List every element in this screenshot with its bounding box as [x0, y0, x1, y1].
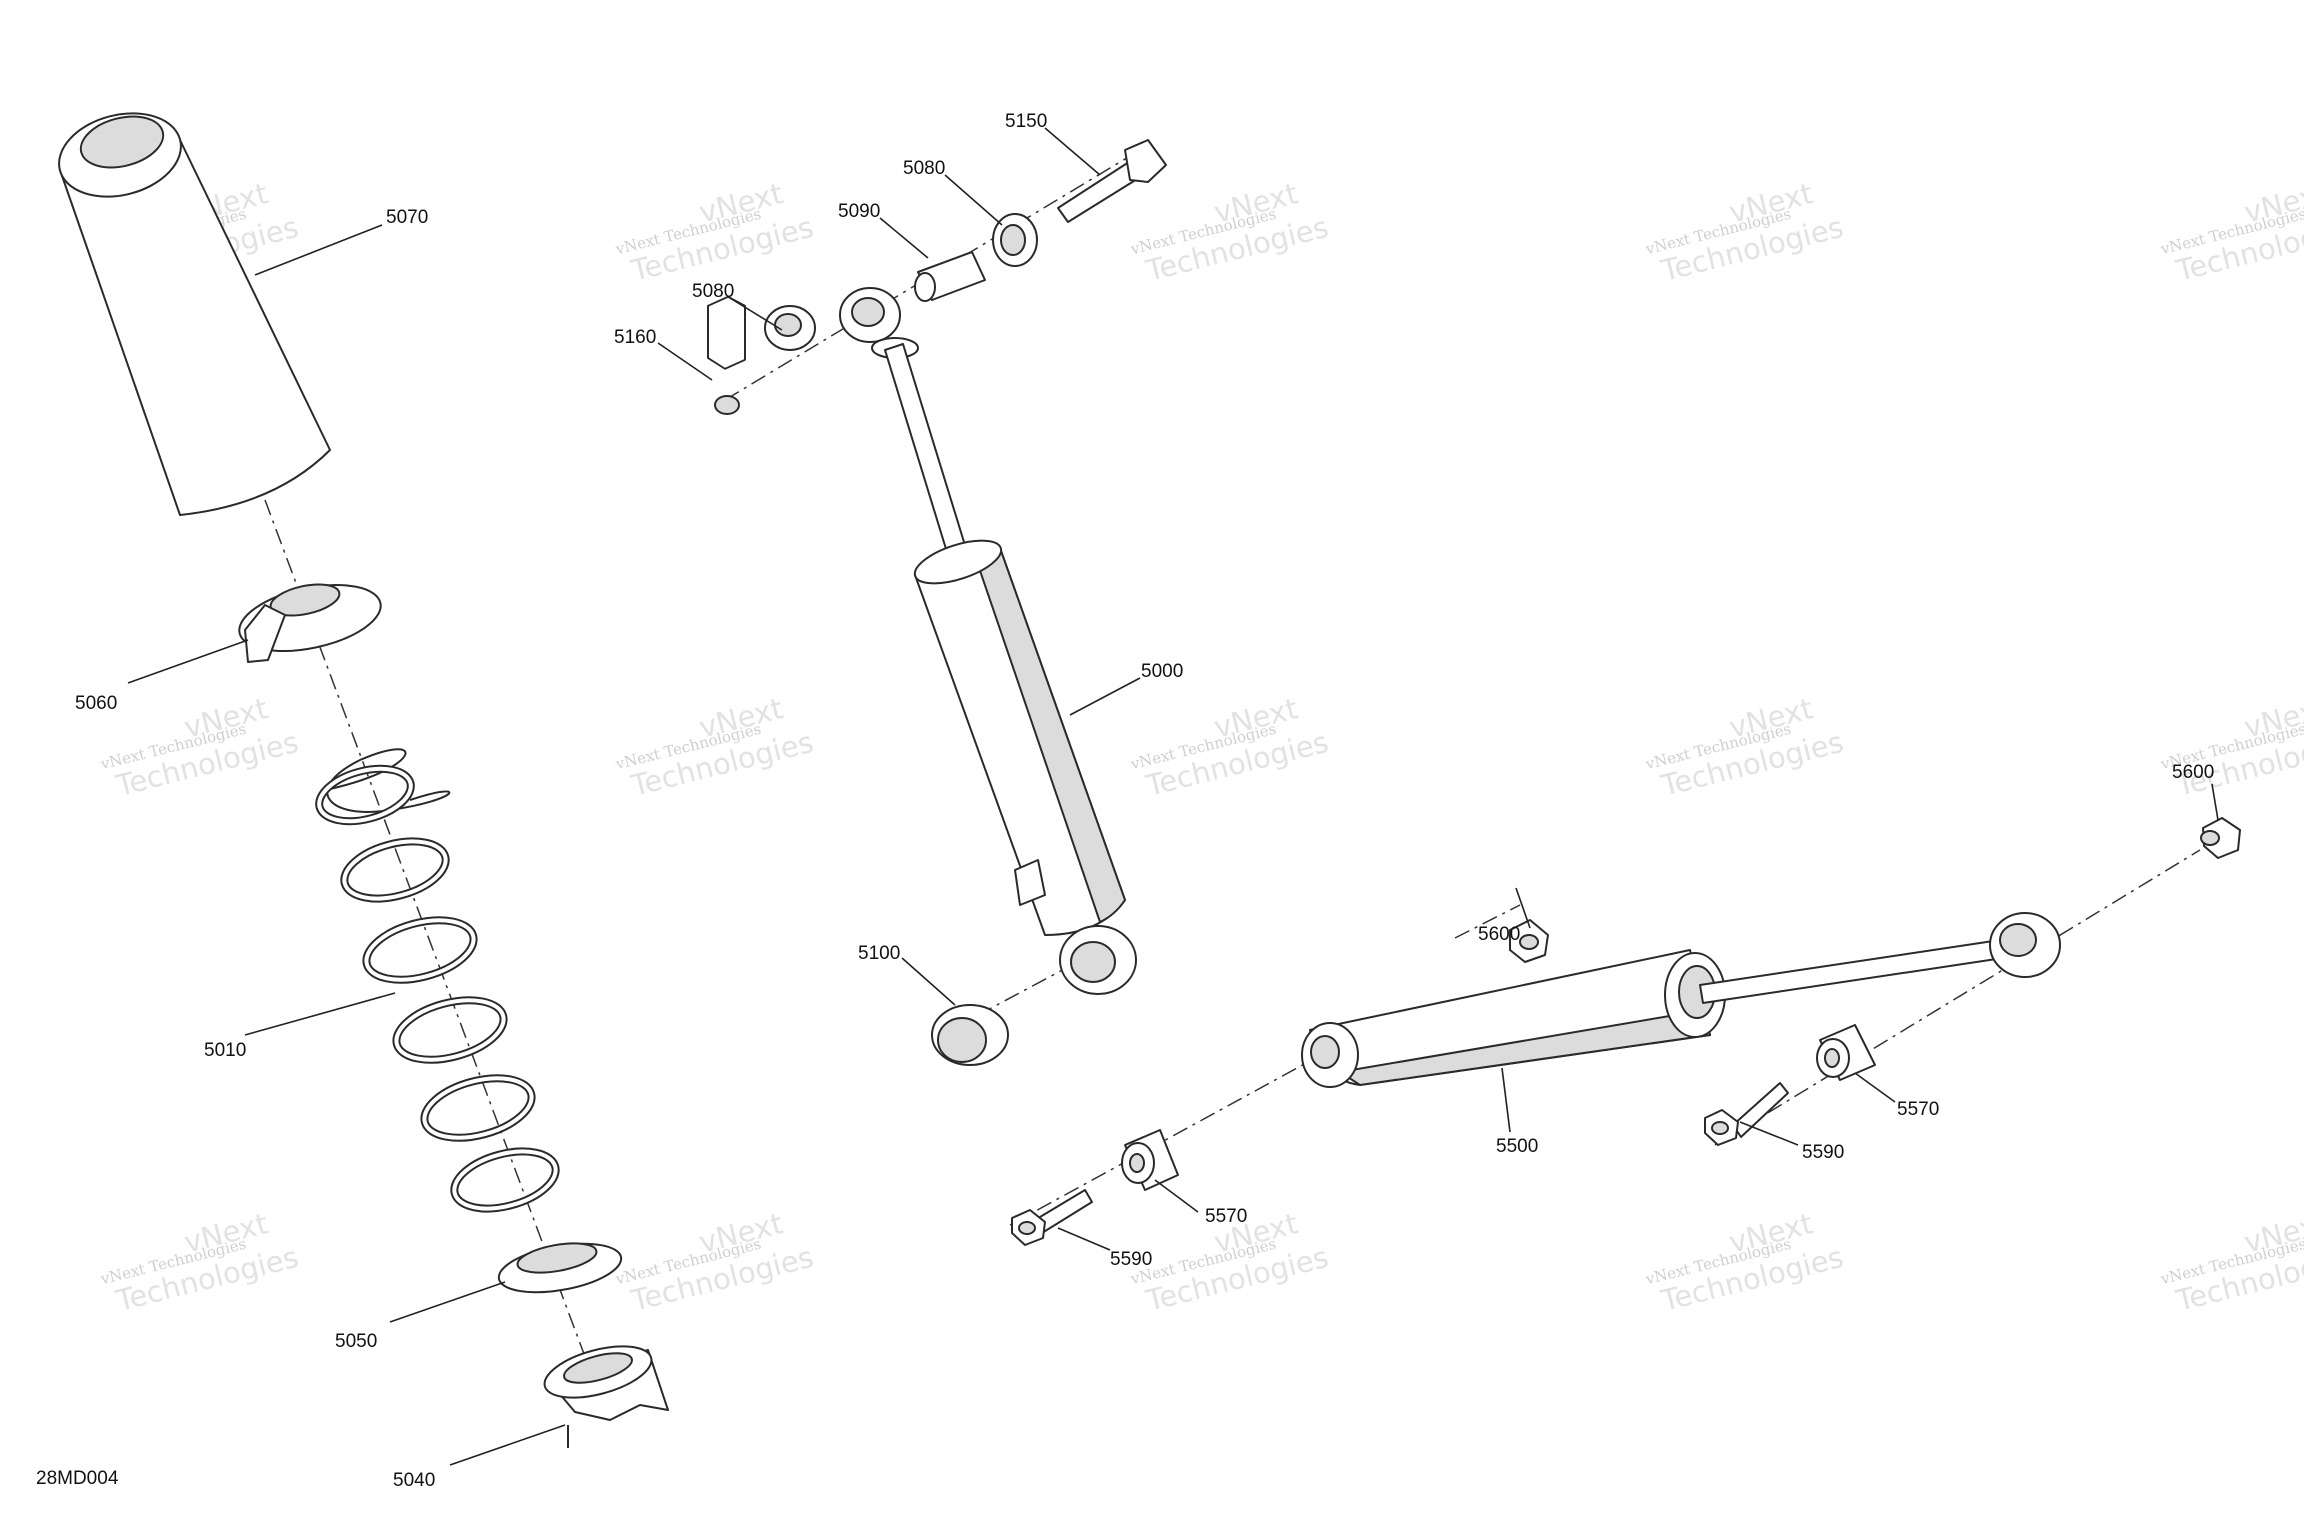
right-mount-axis — [1714, 849, 2201, 1146]
left-spring-assembly — [50, 101, 669, 1448]
front-shock-assembly — [707, 139, 1167, 1066]
label-5590-left: 5590 — [1110, 1249, 1152, 1270]
part-5570-spacer-left[interactable] — [1121, 1129, 1179, 1191]
watermark: vNext Technologies Technologies vNext — [613, 691, 817, 803]
label-5070: 5070 — [386, 207, 428, 228]
label-5600-left: 5600 — [1478, 924, 1520, 945]
part-5590-bolt-right[interactable] — [1704, 1082, 1789, 1146]
label-5040: 5040 — [393, 1470, 435, 1491]
watermark: vNext Technologies Technologies vNext — [2158, 176, 2304, 288]
part-5160-nut[interactable] — [707, 295, 746, 415]
leader-lines — [127, 127, 2219, 1466]
label-5160: 5160 — [614, 327, 656, 348]
part-labels: 5070 5060 5010 5050 5040 5000 5150 5080 … — [75, 111, 2214, 1491]
part-5000-shock[interactable] — [839, 287, 1137, 995]
left-mount-axis — [1009, 1049, 1331, 1226]
watermark: vNext Technologies Technologies vNext — [1128, 176, 1332, 288]
watermark: vNext Technologies Technologies vNext — [98, 1206, 302, 1318]
label-5500: 5500 — [1496, 1136, 1538, 1157]
part-5060-retainer[interactable] — [233, 574, 386, 663]
part-5100-bushing[interactable] — [931, 1004, 1009, 1066]
part-5090-sleeve[interactable] — [914, 251, 986, 302]
figure-code: 28MD004 — [36, 1468, 119, 1489]
label-5590-right: 5590 — [1802, 1142, 1844, 1163]
watermark: vNext Technologies Technologies vNext — [1643, 176, 1847, 288]
part-5570-spacer-right[interactable] — [1816, 1024, 1876, 1081]
watermark: vNext Technologies Technologies vNext — [98, 691, 302, 803]
label-5010: 5010 — [204, 1040, 246, 1061]
watermark: vNext Technologies Technologies vNext — [1128, 691, 1332, 803]
label-5080-lower: 5080 — [692, 281, 734, 302]
watermark: vNext Technologies Technologies vNext — [613, 1206, 817, 1318]
label-5090: 5090 — [838, 201, 880, 222]
label-5100: 5100 — [858, 943, 900, 964]
watermark: vNext Technologies Technologies vNext — [613, 176, 817, 288]
part-5590-bolt-left[interactable] — [1011, 1189, 1093, 1246]
part-5500-damper[interactable] — [1301, 912, 2061, 1088]
watermark: vNext Technologies Technologies vNext — [2158, 691, 2304, 803]
part-5600-washer-left[interactable] — [1509, 919, 1549, 963]
part-5600-washer-right[interactable] — [2200, 817, 2241, 859]
label-5150: 5150 — [1005, 111, 1047, 132]
label-5570-right: 5570 — [1897, 1099, 1939, 1120]
label-5050: 5050 — [335, 1331, 377, 1352]
part-5070-boot[interactable] — [50, 101, 331, 516]
steering-damper-assembly — [1009, 817, 2241, 1246]
part-5010-spring[interactable] — [313, 748, 562, 1218]
lower-eye-axis — [949, 949, 1101, 1031]
label-5600-right: 5600 — [2172, 762, 2214, 783]
upper-left-axis — [1454, 904, 1521, 939]
hardware-axis — [724, 149, 1141, 401]
part-5150-bolt[interactable] — [1057, 139, 1167, 223]
part-5080-bushing-lower[interactable] — [764, 305, 816, 351]
part-5050-seat[interactable] — [495, 1236, 625, 1301]
watermark: vNext Technologies Technologies vNext — [1643, 691, 1847, 803]
label-5080-upper: 5080 — [903, 158, 945, 179]
watermark: vNext Technologies Technologies vNext — [2158, 1206, 2304, 1318]
label-5000: 5000 — [1141, 661, 1183, 682]
watermark-layer: vNext Technologies Technologies vNext vN… — [98, 176, 2304, 1318]
part-5080-bushing-upper[interactable] — [992, 213, 1038, 267]
label-5570-left: 5570 — [1205, 1206, 1247, 1227]
label-5060: 5060 — [75, 693, 117, 714]
part-5040-base[interactable] — [539, 1337, 669, 1448]
watermark: vNext Technologies Technologies vNext — [1643, 1206, 1847, 1318]
